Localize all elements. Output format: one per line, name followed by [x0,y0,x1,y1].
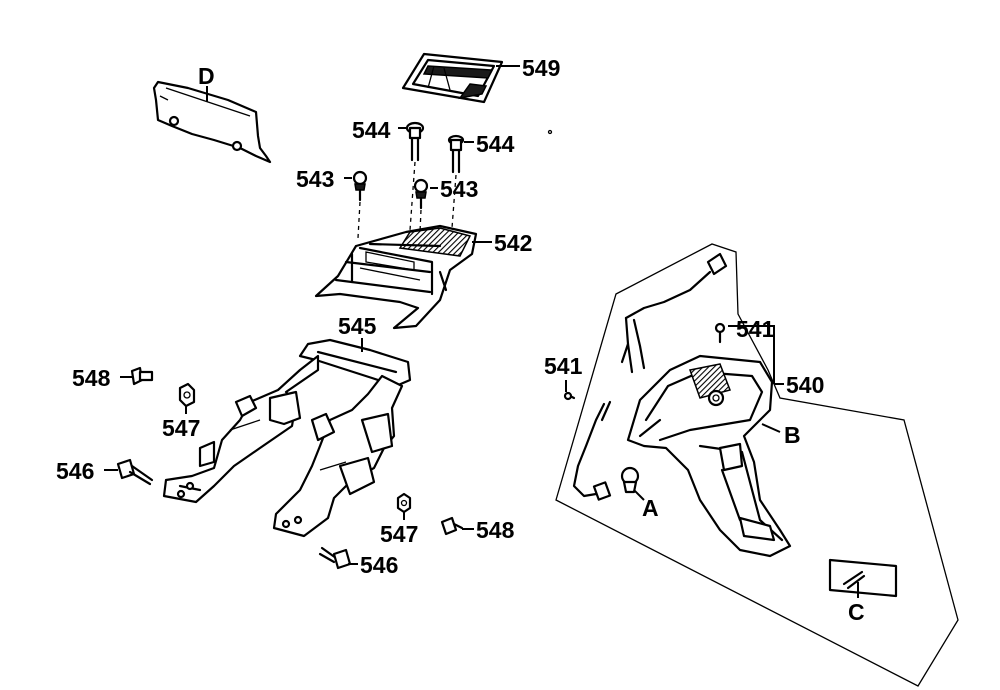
label-543-right: 543 [440,176,478,202]
wiring-harness-connector [620,252,728,374]
part-547-nut-right [396,492,412,514]
part-541-screw-right [714,322,726,344]
leader-b [761,423,781,433]
part-544-bolt-right [447,134,465,174]
part-540-tail-light-housing [626,354,792,558]
part-548-bolt-right [440,516,464,536]
part-548-bolt-left [130,366,154,386]
label-547-left: 547 [162,415,200,441]
part-c-lens [828,558,898,598]
label-549: 549 [522,55,560,81]
label-546-left: 546 [56,458,94,484]
part-544-bolt-left [405,121,425,162]
label-544-right: 544 [476,131,515,157]
label-547-right: 547 [380,521,418,547]
part-547-nut-left [178,382,196,408]
label-548-right: 548 [476,517,515,543]
label-b: B [784,422,801,448]
label-a: A [642,495,659,521]
bulb-socket-wire [572,400,612,501]
part-542-rear-carrier [314,224,478,330]
label-540: 540 [786,372,824,398]
label-546-right: 546 [360,552,398,578]
label-d: D [198,63,215,89]
assembly-outline-540 [555,243,959,687]
part-541-screw-left [563,391,576,401]
label-c: C [848,599,865,625]
part-543-screw-right [413,178,429,210]
leader-a [633,489,645,501]
label-543-left: 543 [296,166,334,192]
part-546-bolt-right [318,546,352,570]
part-a-bulb [620,466,640,494]
label-541-left: 541 [544,353,583,379]
part-545-frame-bracket [162,338,412,538]
part-549-lens-plate [401,52,504,104]
leader-541-right [728,325,775,384]
label-542: 542 [494,230,532,256]
part-d-plate [152,80,272,164]
part-546-bolt-left [116,458,154,486]
label-541-right: 541 [736,316,775,342]
label-544-left: 544 [352,117,391,143]
label-548-left: 548 [72,365,111,391]
part-543-screw-left [352,170,368,202]
label-545: 545 [338,313,377,339]
assembly-centerlines [357,129,553,239]
